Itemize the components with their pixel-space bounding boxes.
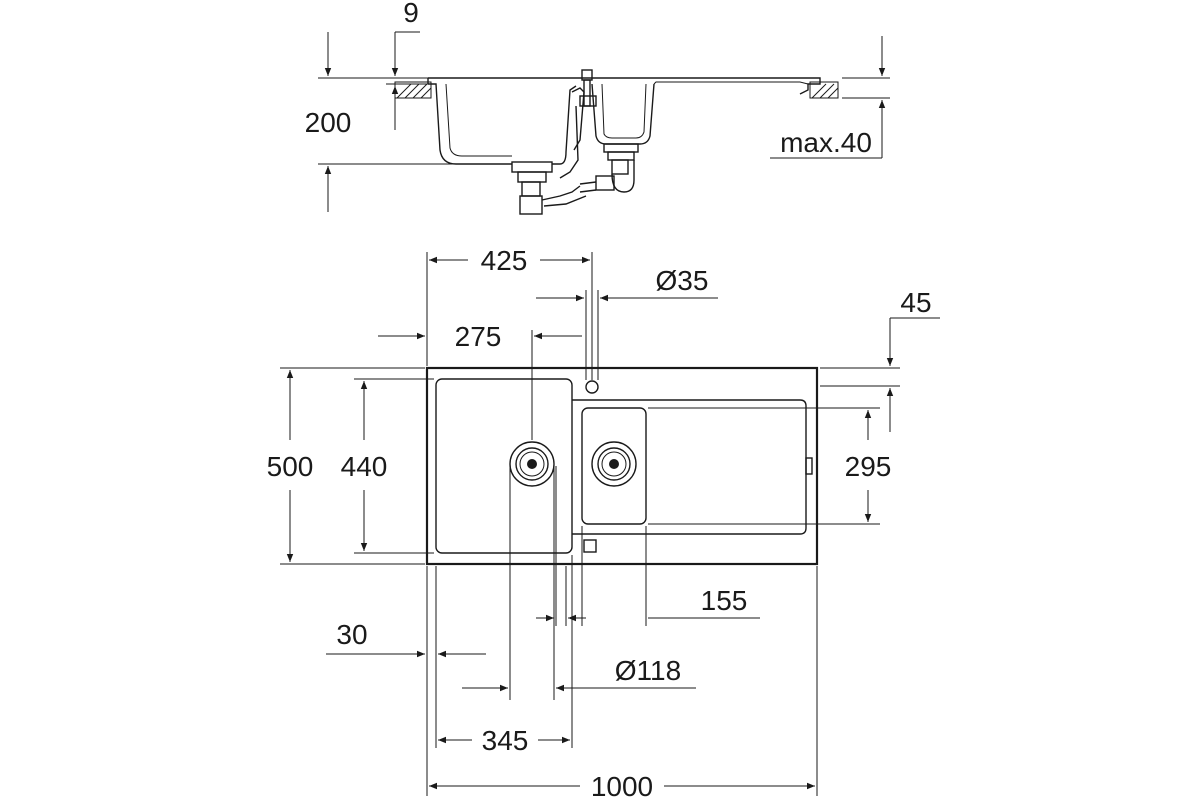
drainer-profile: [653, 81, 809, 85]
plan-view: 425 Ø35 275 45: [267, 245, 940, 800]
waste-left: [509, 441, 555, 487]
label-275: 275: [455, 321, 502, 352]
label-500: 500: [267, 451, 314, 482]
overflow-square: [583, 539, 597, 553]
worktop-left-hatch: [394, 81, 432, 99]
label-rim-thickness: 9: [403, 0, 419, 28]
tap-hole: [585, 380, 599, 394]
sink-outline: [425, 366, 819, 566]
drainer-surround: [572, 399, 807, 535]
right-waste-trap: [579, 143, 639, 193]
dim-waste-118: Ø118: [462, 466, 696, 700]
dim-worktop-max: max.40: [770, 36, 890, 159]
dim-depth: 200: [305, 32, 512, 212]
worktop-right-hatch: [809, 81, 839, 99]
dim-295: 295: [648, 407, 892, 525]
dim-155: 155: [581, 526, 760, 626]
dim-345: 345: [438, 555, 573, 756]
waste-right: [591, 441, 637, 487]
dim-1000: 1000: [426, 566, 818, 800]
dim-500: 500: [267, 367, 425, 565]
dim-45: 45: [820, 287, 940, 432]
dim-rim-thickness: 9: [386, 0, 428, 130]
label-425: 425: [481, 245, 528, 276]
overflow-column: [559, 69, 597, 179]
label-depth: 200: [305, 107, 352, 138]
middle-wall: [552, 85, 577, 165]
large-bowl: [435, 378, 573, 554]
label-345: 345: [482, 725, 529, 756]
label-155: 155: [701, 585, 748, 616]
left-bowl-profile: [428, 83, 512, 165]
label-waste-118: Ø118: [615, 655, 681, 686]
dim-tap-hole: Ø35: [536, 265, 718, 380]
label-worktop-max: max.40: [780, 127, 872, 158]
label-30: 30: [336, 619, 367, 650]
label-1000: 1000: [591, 771, 653, 800]
dim-30: 30: [326, 566, 486, 748]
dim-440: 440: [341, 378, 434, 554]
label-295: 295: [845, 451, 892, 482]
dim-425: 425: [426, 245, 593, 380]
left-waste-assembly: [511, 161, 587, 215]
label-45: 45: [900, 287, 931, 318]
drainer-clip: [805, 457, 813, 475]
side-view: 9 200 max.40: [305, 0, 890, 215]
dim-275: 275: [378, 321, 582, 440]
sink-rim: [428, 77, 821, 95]
label-440: 440: [341, 451, 388, 482]
small-bowl: [581, 407, 647, 525]
label-tap-hole: Ø35: [656, 265, 709, 296]
